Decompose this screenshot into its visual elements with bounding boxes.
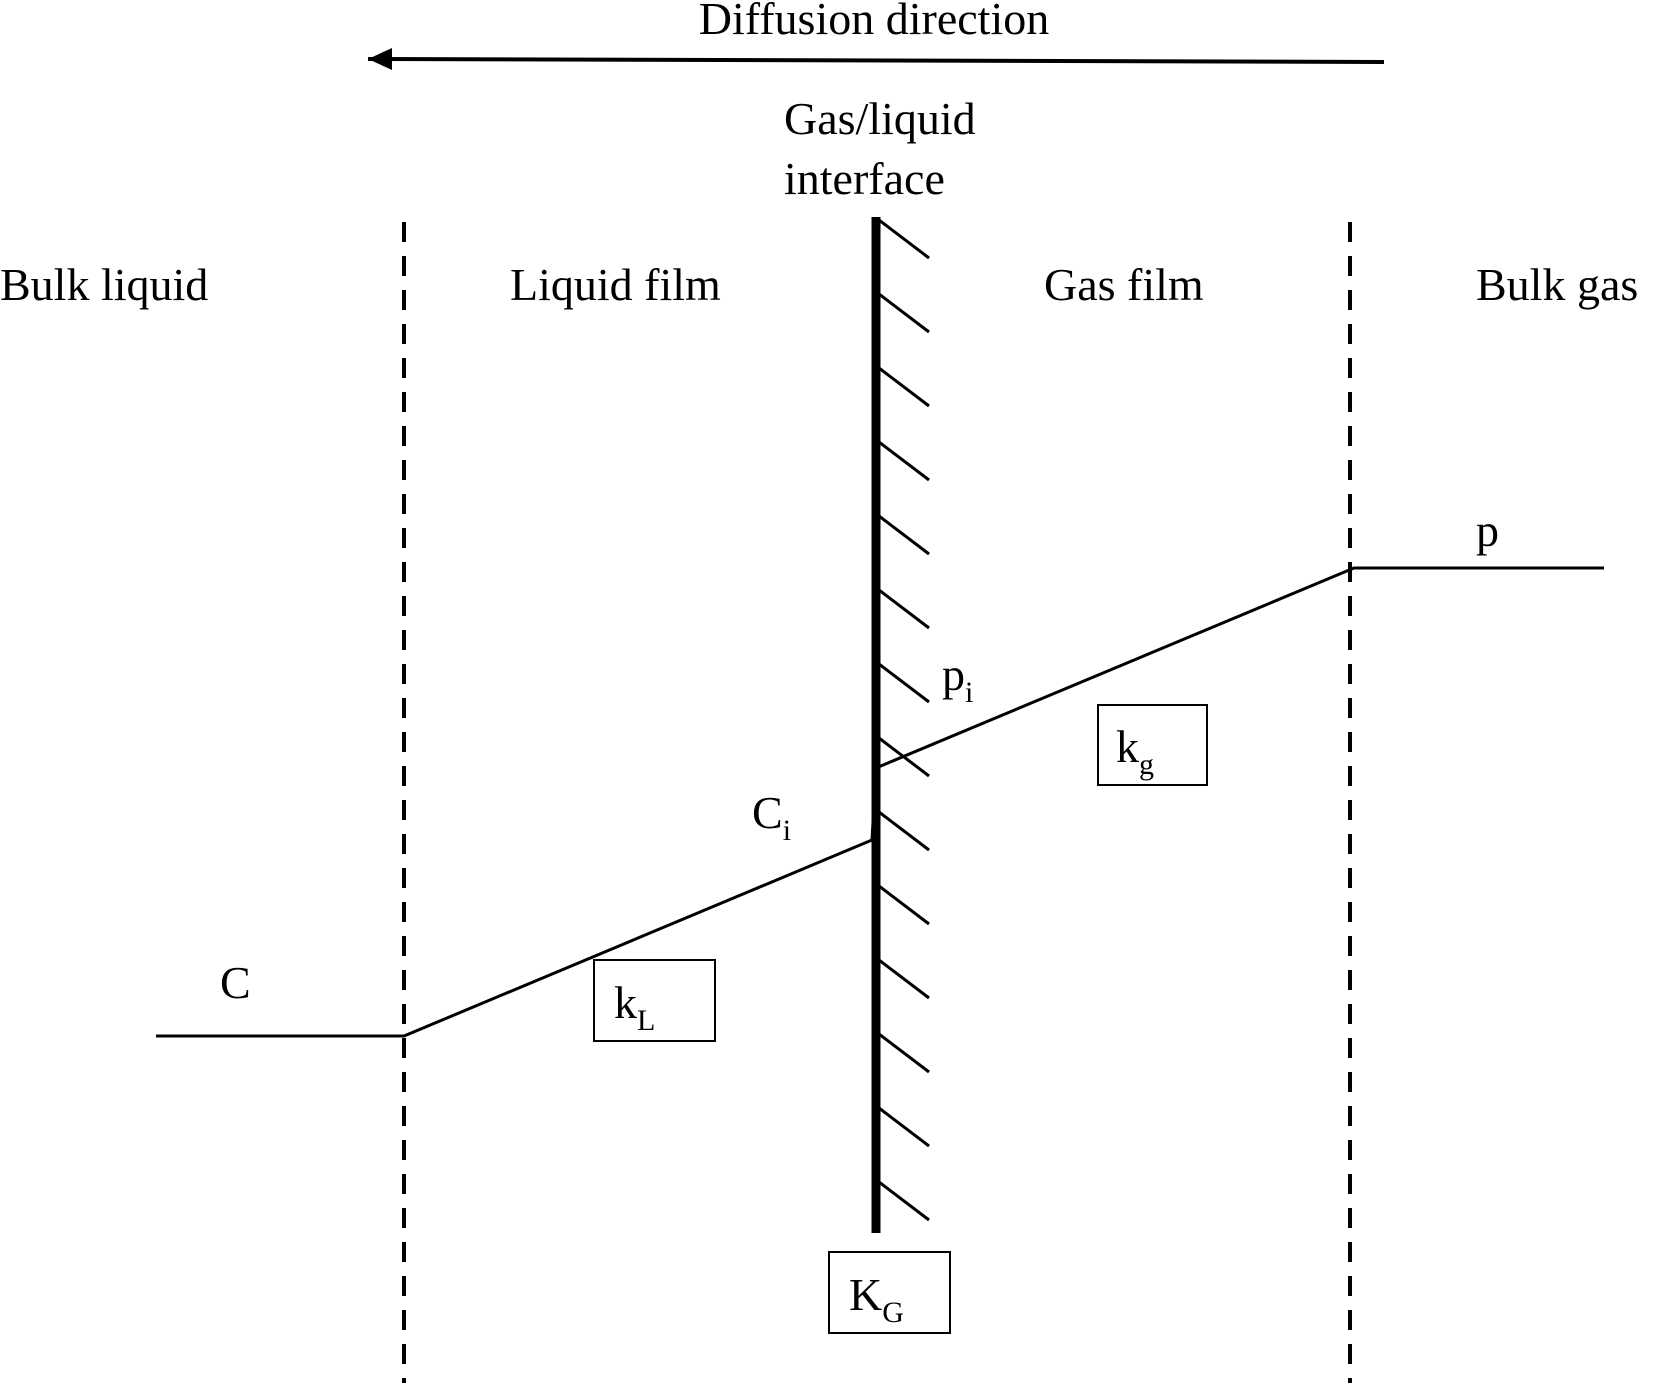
bulk-gas-pressure-label: p [1476,505,1499,556]
overall-coefficient-label: KG [849,1269,904,1329]
interface-hatch [878,366,930,408]
interface-hatch [878,514,930,556]
interface-hatch [878,958,930,1000]
diffusion-arrowhead [368,48,392,70]
diffusion-direction-label: Diffusion direction [699,0,1049,44]
region-label-gas-film: Gas film [1044,259,1204,310]
interface-hatch [878,1180,930,1222]
interface-hatch [878,292,930,334]
interface-hatch [878,810,930,852]
interface-label-line2: interface [784,153,945,204]
interface-hatch [878,440,930,482]
interface-hatch [878,588,930,630]
liquid-coefficient-box [593,959,716,1042]
overall-coefficient-box [828,1251,951,1334]
bulk-liquid-concentration-label: C [220,957,251,1008]
gas-coefficient-label: kg [1116,721,1154,781]
region-label-bulk-gas: Bulk gas [1476,259,1638,310]
concentration-profile [156,566,1604,1038]
interface-hatch [878,218,930,260]
interface-hatch [878,1106,930,1148]
diffusion-arrow [367,57,1385,64]
region-label-liquid-film: Liquid film [510,259,721,310]
interface-hatch [878,884,930,926]
interface-hatching [878,218,930,1222]
interface-pressure-label: pi [942,649,973,709]
gas-coefficient-box [1097,704,1208,786]
liquid-coefficient-label: kL [614,977,655,1037]
interface-hatch [878,1032,930,1074]
interface-concentration-label: Ci [752,787,791,847]
region-label-bulk-liquid: Bulk liquid [0,259,208,310]
interface-hatch [878,662,930,704]
interface-label-line1: Gas/liquid [784,93,976,144]
